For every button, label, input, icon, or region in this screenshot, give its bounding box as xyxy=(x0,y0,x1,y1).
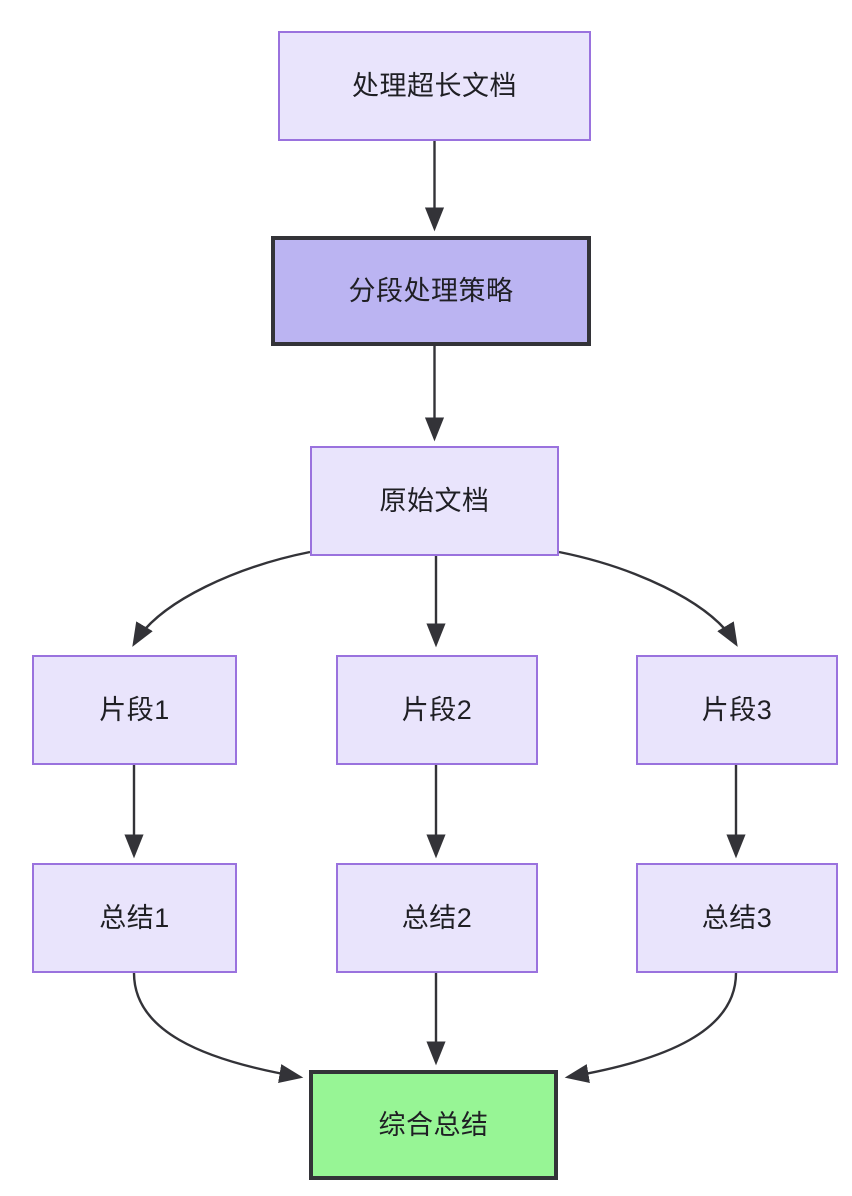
node-summary-1[interactable]: 总结1 xyxy=(32,863,237,973)
node-label: 分段处理策略 xyxy=(348,275,514,306)
flow-edge xyxy=(564,972,738,1084)
node-label: 处理超长文档 xyxy=(352,70,517,101)
flow-edge xyxy=(558,550,738,647)
node-fragment-1[interactable]: 片段1 xyxy=(32,655,237,765)
node-summary-3[interactable]: 总结3 xyxy=(636,863,838,973)
node-original-document[interactable]: 原始文档 xyxy=(310,446,559,556)
node-process-long-document[interactable]: 处理超长文档 xyxy=(278,31,591,141)
node-label: 总结1 xyxy=(99,902,170,933)
node-label: 片段2 xyxy=(401,694,473,725)
node-label: 片段1 xyxy=(99,694,170,725)
node-label: 原始文档 xyxy=(379,485,490,516)
node-label: 综合总结 xyxy=(378,1109,489,1140)
node-chunking-strategy[interactable]: 分段处理策略 xyxy=(271,236,591,346)
node-label: 总结2 xyxy=(401,902,473,933)
node-summary-2[interactable]: 总结2 xyxy=(336,863,538,973)
node-label: 总结3 xyxy=(701,902,773,933)
flow-edge xyxy=(132,550,311,647)
node-combined-summary[interactable]: 综合总结 xyxy=(309,1070,558,1180)
node-fragment-3[interactable]: 片段3 xyxy=(636,655,838,765)
node-label: 片段3 xyxy=(701,694,773,725)
flow-edge xyxy=(132,972,304,1084)
node-fragment-2[interactable]: 片段2 xyxy=(336,655,538,765)
